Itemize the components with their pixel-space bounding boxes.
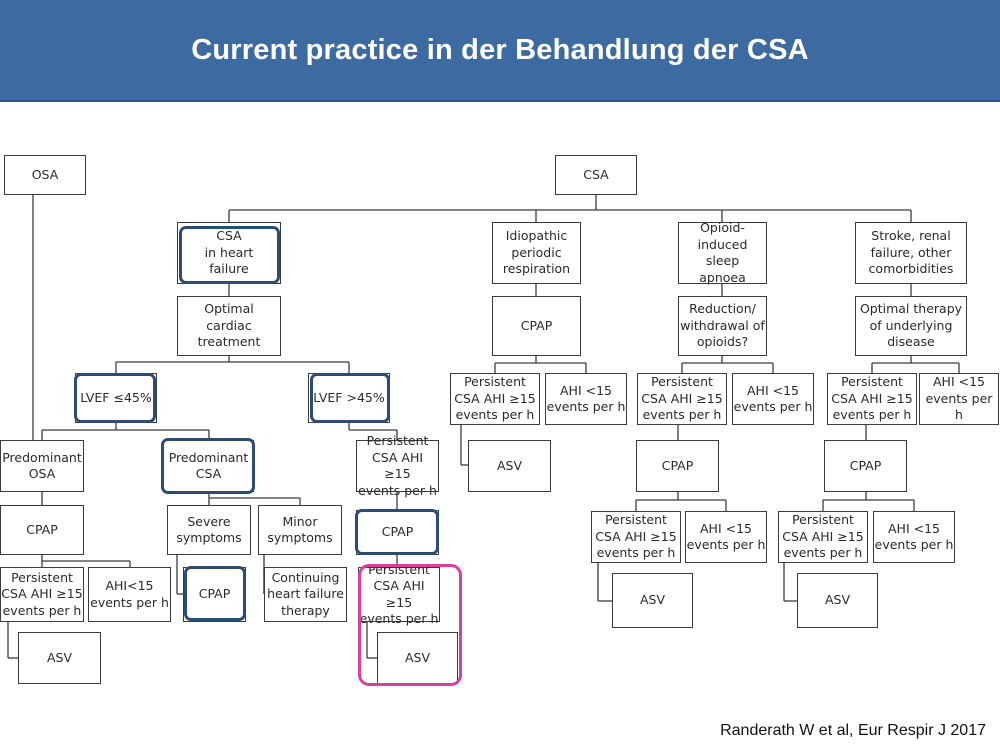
- node-opioid-cpap: CPAP: [636, 440, 719, 492]
- node-stroke-ahi-low2: AHI <15 events per h: [873, 511, 955, 563]
- node-stroke-cpap: CPAP: [824, 440, 907, 492]
- node-optimal-therapy: Optimal therapy of underlying disease: [855, 296, 967, 356]
- node-opioid-ahi-low: AHI <15 events per h: [732, 373, 814, 425]
- node-idio-cpap: CPAP: [492, 296, 581, 356]
- node-idio-ahi-low: AHI <15 events per h: [545, 373, 627, 425]
- node-osa-asv: ASV: [18, 632, 101, 684]
- node-opioid-asv: ASV: [612, 573, 693, 628]
- node-lvefh-persistent2: Persistent CSA AHI ≥15 events per h: [358, 561, 440, 626]
- node-idio-asv: ASV: [468, 440, 551, 492]
- node-opioid-persistent: Persistent CSA AHI ≥15 events per h: [637, 373, 727, 425]
- node-csa-heart-failure: CSA in heart failure: [177, 222, 281, 284]
- node-minor: Minor symptoms: [258, 505, 342, 555]
- node-opioid-reduction: Reduction/ withdrawal of opioids?: [678, 296, 767, 356]
- node-continuing: Continuing heart failure therapy: [264, 567, 347, 622]
- node-osa-ahi-low: AHI<15 events per h: [88, 567, 171, 622]
- node-stroke: Stroke, renal failure, other comorbiditi…: [855, 222, 967, 284]
- node-severe: Severe symptoms: [167, 505, 251, 555]
- node-lvefh-cpap: CPAP: [356, 510, 439, 555]
- slide-title: Current practice in der Behandlung der C…: [191, 33, 809, 66]
- node-stroke-ahi-low: AHI <15 events per h: [919, 373, 999, 425]
- node-pred-csa: Predominant CSA: [163, 440, 254, 492]
- node-optimal-cardiac: Optimal cardiac treatment: [177, 296, 281, 356]
- node-lvefh-asv: ASV: [377, 632, 458, 684]
- node-stroke-asv: ASV: [797, 573, 878, 628]
- citation: Randerath W et al, Eur Respir J 2017: [720, 722, 986, 739]
- node-stroke-persistent: Persistent CSA AHI ≥15 events per h: [827, 373, 917, 425]
- node-opioid-persistent2: Persistent CSA AHI ≥15 events per h: [591, 511, 681, 563]
- node-idiopathic: Idiopathic periodic respiration: [492, 222, 581, 284]
- node-osa-cpap: CPAP: [0, 505, 84, 555]
- node-osa-persistent: Persistent CSA AHI ≥15 events per h: [0, 567, 84, 622]
- node-lvef-high: LVEF >45%: [308, 373, 390, 423]
- node-lvefh-persistent: Persistent CSA AHI ≥15 events per h: [356, 433, 439, 498]
- node-csa: CSA: [555, 155, 637, 195]
- node-lvef-low: LVEF ≤45%: [75, 373, 157, 423]
- node-opioid-ahi-low2: AHI <15 events per h: [685, 511, 767, 563]
- node-severe-cpap: CPAP: [183, 567, 246, 622]
- title-banner: Current practice in der Behandlung der C…: [0, 0, 1000, 102]
- node-osa: OSA: [4, 155, 86, 195]
- node-pred-osa: Predominant OSA: [0, 440, 84, 492]
- node-opioid: Opioid- induced sleep apnoea: [678, 220, 767, 285]
- node-stroke-persistent2: Persistent CSA AHI ≥15 events per h: [778, 511, 868, 563]
- node-idio-persistent: Persistent CSA AHI ≥15 events per h: [450, 373, 540, 425]
